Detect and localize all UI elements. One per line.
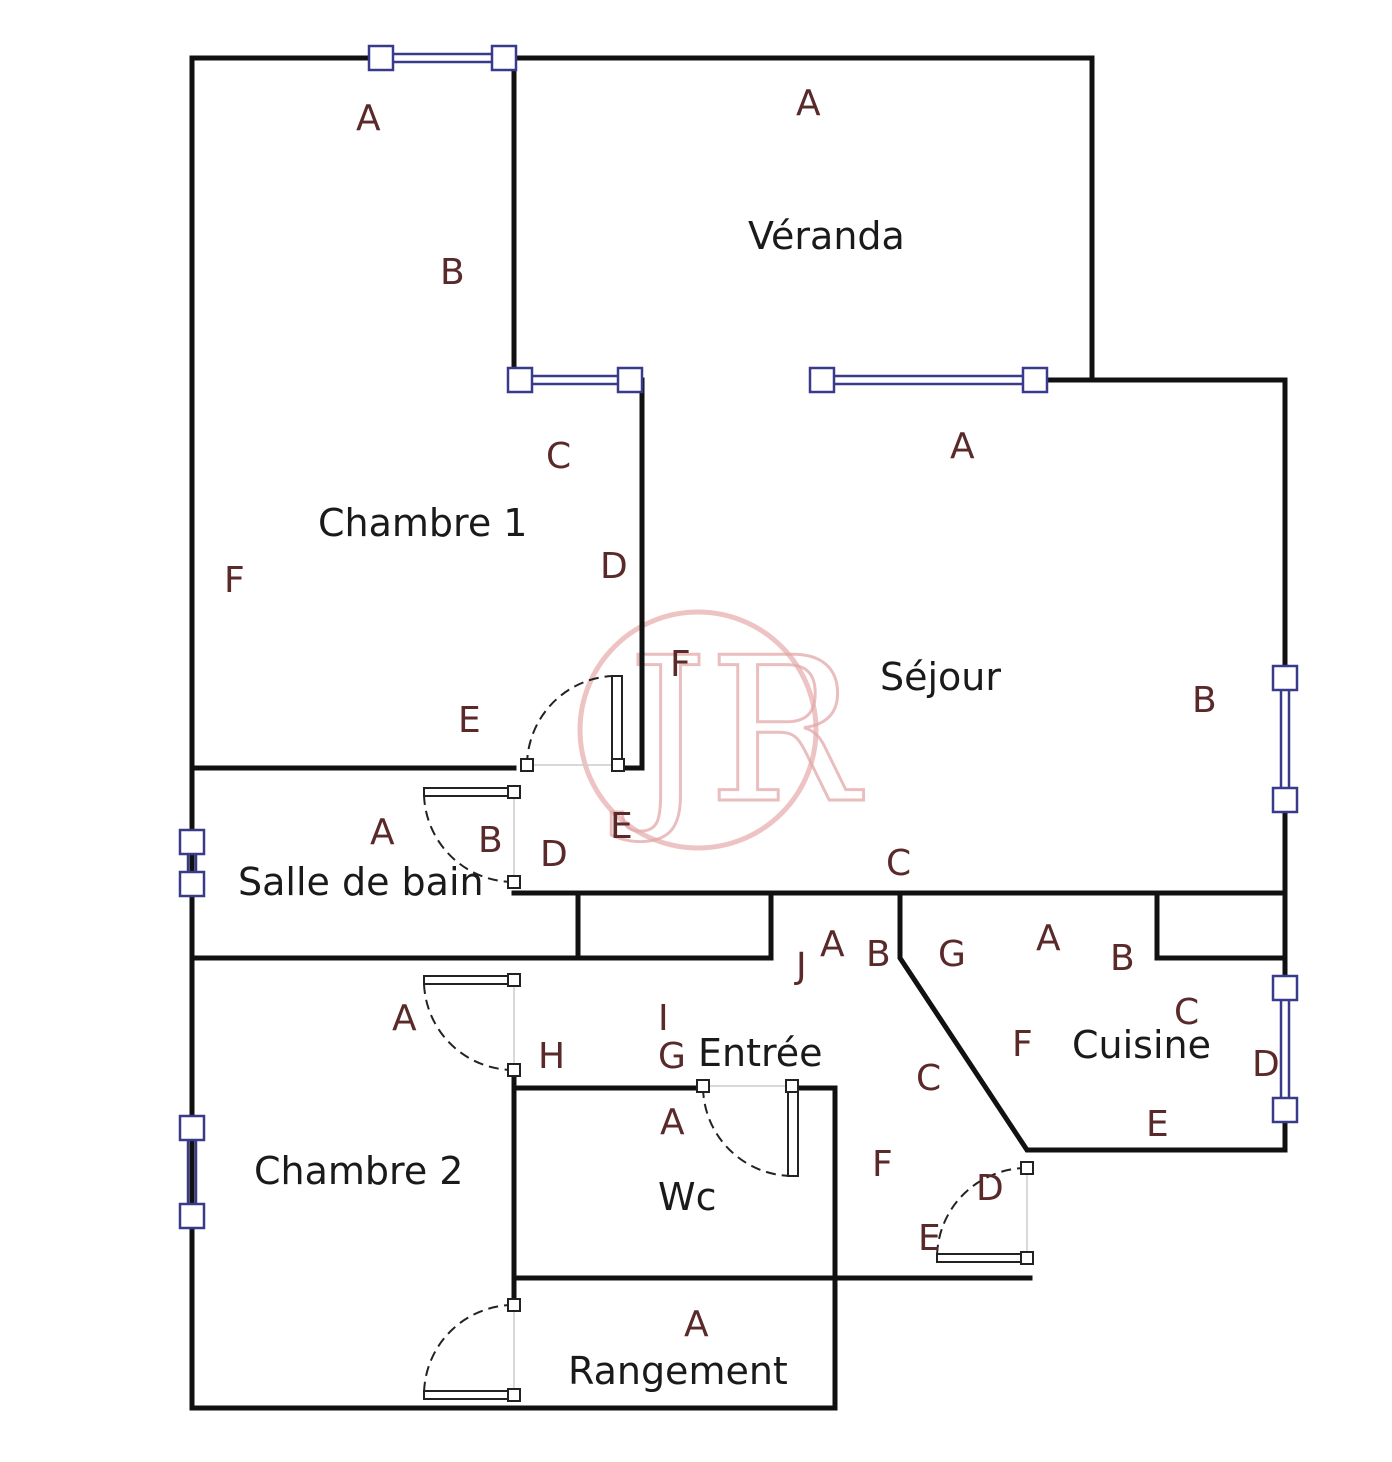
wall-mark: D (600, 546, 628, 587)
doors (423, 675, 1034, 1402)
room-label-sejour: Séjour (880, 655, 1001, 699)
wall-mark: C (886, 843, 911, 884)
wall-mark: A (356, 98, 381, 139)
wall-mark: C (1174, 992, 1199, 1033)
room-label-wc: Wc (658, 1175, 716, 1219)
wall-mark: A (950, 426, 975, 467)
wall-mark: H (538, 1036, 565, 1077)
wall-mark: A (370, 812, 395, 853)
door-rangement (423, 1298, 521, 1402)
wall-mark: B (440, 252, 465, 293)
watermark-letters: JR (611, 615, 864, 848)
wall-mark: A (1036, 918, 1061, 959)
wall-mark: A (392, 998, 417, 1039)
wall-mark: B (866, 934, 891, 975)
wall-mark: A (796, 83, 821, 124)
watermark: JR (577, 609, 866, 851)
wall-mark: B (1110, 938, 1135, 979)
room-label-rangement: Rangement (568, 1349, 788, 1393)
wall-marks: A B C D E F A A B C D E F A B A B C F G … (224, 83, 1280, 1345)
windows (178, 44, 1299, 1230)
wall-mark: D (1252, 1044, 1280, 1085)
wall-mark: D (976, 1168, 1004, 1209)
walls (189, 55, 1288, 1411)
wall-mark: G (658, 1036, 686, 1077)
wall-mark: F (224, 560, 245, 601)
wall-mark: A (660, 1102, 685, 1143)
door-salle-de-bain (423, 785, 521, 889)
door-chambre1 (520, 675, 625, 772)
window-chambre2 (178, 1114, 206, 1230)
door-wc (696, 1079, 799, 1177)
door-chambre2 (423, 973, 521, 1077)
wall-mark: F (670, 644, 691, 685)
wall-mark: G (938, 934, 966, 975)
room-label-salle-de-bain: Salle de bain (238, 860, 484, 904)
wall-mark: E (1146, 1104, 1169, 1145)
wall-mark: D (540, 834, 568, 875)
window-cuisine (1271, 974, 1299, 1124)
wall-mark: F (1012, 1024, 1033, 1065)
wall-mark: I (658, 998, 669, 1039)
wall-mark: E (458, 700, 481, 741)
window-salle-de-bain (178, 828, 206, 898)
room-label-veranda: Véranda (748, 214, 905, 258)
wall-mark: C (916, 1058, 941, 1099)
wall-mark: B (1192, 680, 1217, 721)
room-label-chambre-2: Chambre 2 (254, 1149, 463, 1193)
door-cuisine (936, 1161, 1034, 1265)
room-label-cuisine: Cuisine (1072, 1023, 1211, 1067)
wall-mark: E (610, 806, 633, 847)
wall-mark: E (918, 1218, 941, 1259)
wall-mark: A (820, 924, 845, 965)
room-label-entree: Entrée (698, 1031, 823, 1075)
window-veranda-sejour (808, 366, 1049, 394)
wall-mark: B (478, 820, 503, 861)
room-label-chambre-1: Chambre 1 (318, 501, 527, 545)
window-veranda-top (367, 44, 518, 72)
wall-mark: C (546, 436, 571, 477)
wall-mark: J (794, 946, 807, 987)
wall-mark: F (872, 1144, 893, 1185)
window-sejour-right (1271, 664, 1299, 814)
wall-mark: A (684, 1304, 709, 1345)
window-veranda-chambre (506, 366, 644, 394)
room-labels: Véranda Chambre 1 Séjour Salle de bain C… (238, 214, 1211, 1393)
